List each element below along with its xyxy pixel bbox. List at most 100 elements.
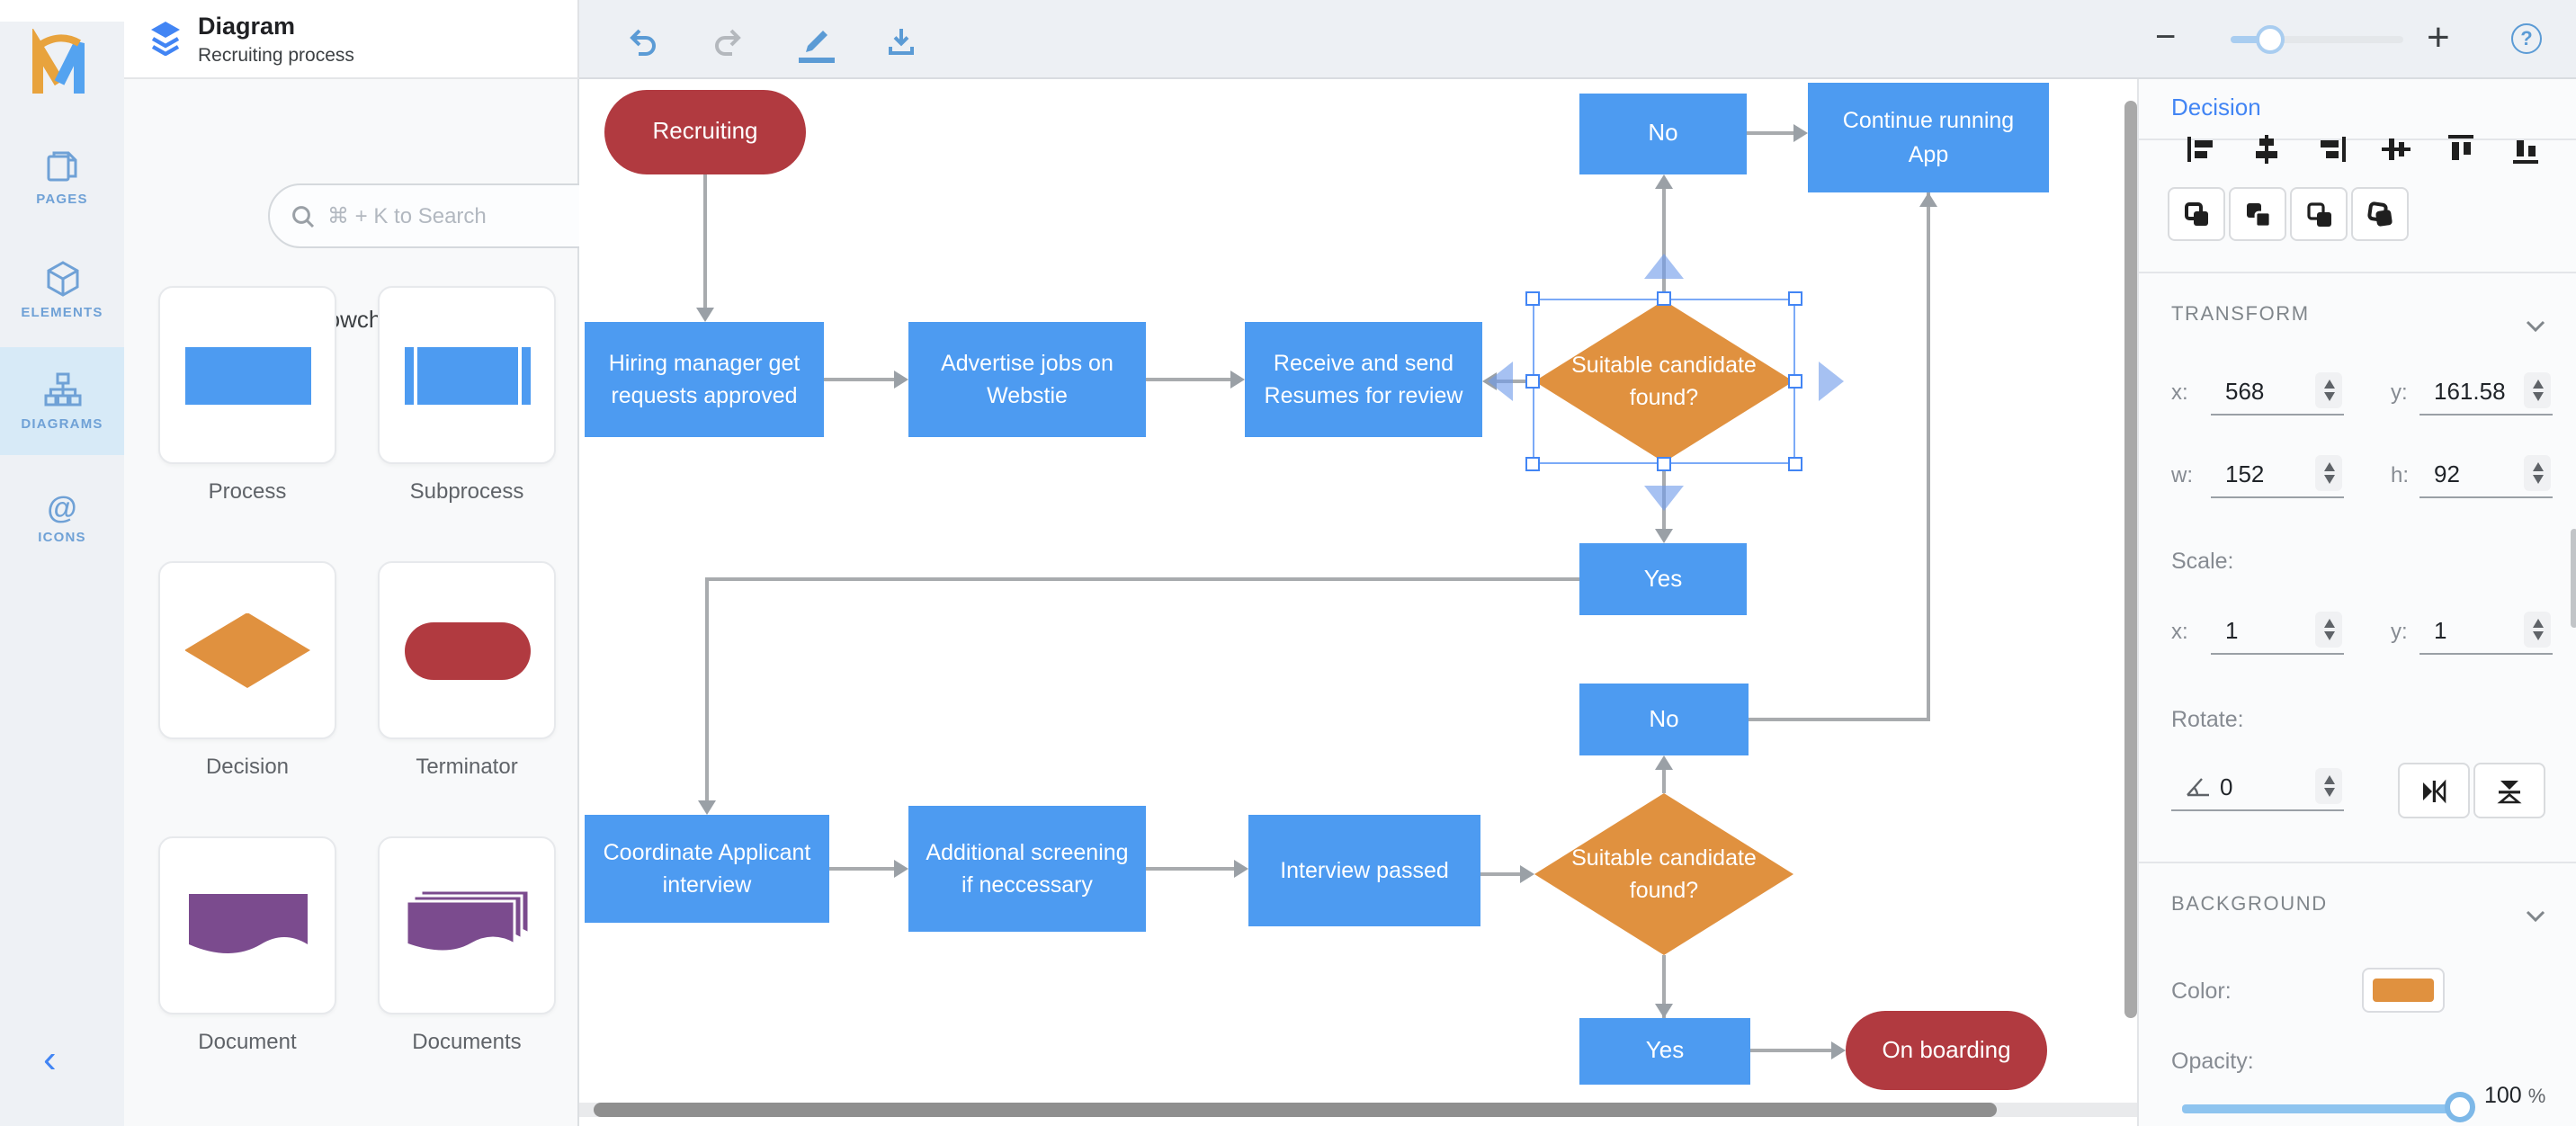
zoom-slider-thumb[interactable] [2256,25,2285,54]
selection-handle-w[interactable] [1525,374,1540,389]
edge-decision2-yes[interactable] [1662,955,1666,1018]
quick-connect-up-icon[interactable] [1644,254,1684,279]
edge-decision2-no[interactable] [1662,770,1666,793]
help-button[interactable]: ? [2511,23,2542,54]
app-logo-icon[interactable] [23,27,99,101]
selection-handle-sw[interactable] [1525,457,1540,471]
node-terminator-recruiting[interactable]: Recruiting [604,90,806,174]
subtract-icon [2246,202,2271,228]
node-terminator-onboarding[interactable]: On boarding [1846,1011,2047,1090]
edge-yes-coordinate-v[interactable] [705,577,709,802]
quick-connect-left-icon[interactable] [1488,362,1513,401]
node-process-hiring-manager[interactable]: Hiring manager get requests approved [585,322,824,437]
edge-no2-loop-h[interactable] [1749,718,1928,721]
edge-advertise-receive[interactable] [1146,378,1232,381]
sidebar-item-icons[interactable]: @ ICONS [0,468,124,568]
node-process-advertise-jobs[interactable]: Advertise jobs on Webstie [908,322,1146,437]
align-bottom-button[interactable] [2509,133,2542,165]
edge-yes2-onboarding[interactable] [1750,1049,1831,1052]
shape-card-terminator[interactable] [378,561,556,739]
edge-recruiting-hiring[interactable] [703,174,707,309]
node-process-yes-bottom[interactable]: Yes [1579,1018,1750,1085]
align-middle-vertical-button[interactable] [2380,133,2412,165]
shape-card-subprocess[interactable] [378,286,556,464]
edge-additional-interview[interactable] [1146,867,1238,871]
selection-handle-s[interactable] [1657,457,1671,471]
edge-decision1-receive[interactable] [1497,380,1534,383]
scale-x-input[interactable]: 1 [2211,610,2344,655]
edge-hiring-advertise[interactable] [824,378,899,381]
inspector-scrollbar[interactable] [2571,529,2576,628]
selection-handle-n[interactable] [1657,291,1671,306]
background-color-button[interactable] [2362,968,2445,1013]
h-input[interactable]: 92 [2419,453,2553,498]
transform-collapse-chevron-icon[interactable] [2526,309,2545,333]
selection-handle-ne[interactable] [1788,291,1802,306]
align-right-button[interactable] [2315,133,2348,165]
edge-coordinate-additional[interactable] [829,867,903,871]
node-process-interview-passed[interactable]: Interview passed [1248,815,1480,926]
node-process-yes-mid[interactable]: Yes [1579,543,1747,615]
opacity-slider[interactable] [2182,1104,2470,1113]
quick-connect-right-icon[interactable] [1819,362,1844,401]
y-input[interactable]: 161.58 [2419,371,2553,416]
node-process-no-mid[interactable]: No [1579,684,1749,755]
node-process-additional-screening[interactable]: Additional screening if neccessary [908,806,1146,932]
node-process-no-top[interactable]: No [1579,94,1747,174]
scale-y-stepper[interactable] [2524,612,2551,648]
download-button[interactable] [881,22,921,61]
rotate-input[interactable]: 0 [2171,766,2344,811]
w-input[interactable]: 152 [2211,453,2344,498]
redo-button[interactable] [709,22,748,61]
shape-card-documents[interactable] [378,836,556,1014]
sidebar-item-pages[interactable]: PAGES [0,126,124,227]
shape-card-decision[interactable] [158,561,336,739]
selection-handle-e[interactable] [1788,374,1802,389]
scale-x-stepper[interactable] [2315,612,2342,648]
sidebar-item-elements[interactable]: ELEMENTS [0,239,124,340]
selection-handle-se[interactable] [1788,457,1802,471]
boolean-subtract-button[interactable] [2229,187,2286,241]
zoom-out-button[interactable]: − [2155,18,2177,58]
align-top-button[interactable] [2445,133,2477,165]
x-input[interactable]: 568 [2211,371,2344,416]
edge-yes-coordinate-h[interactable] [705,577,1579,581]
flip-horizontal-button[interactable] [2398,763,2470,818]
w-stepper[interactable] [2315,455,2342,491]
search-input[interactable]: ⌘ + K to Search [268,183,617,248]
rotate-stepper[interactable] [2315,768,2342,804]
flip-vertical-button[interactable] [2473,763,2545,818]
opacity-slider-thumb[interactable] [2445,1092,2475,1122]
scale-y-input[interactable]: 1 [2419,610,2553,655]
background-collapse-chevron-icon[interactable] [2526,899,2545,923]
canvas-horizontal-scrollbar[interactable] [594,1103,1997,1117]
selection-handle-nw[interactable] [1525,291,1540,306]
node-decision-2[interactable]: Suitable candidate found? [1534,793,1793,955]
zoom-slider[interactable] [2231,36,2403,43]
node-process-coordinate-interview[interactable]: Coordinate Applicant interview [585,815,829,923]
edge-decision1-no[interactable] [1662,189,1666,300]
zoom-in-button[interactable]: + [2427,14,2450,59]
node-process-receive-resumes[interactable]: Receive and send Resumes for review [1245,322,1482,437]
boolean-union-button[interactable] [2168,187,2225,241]
shape-card-process[interactable] [158,286,336,464]
canvas-vertical-scrollbar[interactable] [2124,101,2137,1018]
x-stepper[interactable] [2315,372,2342,408]
diagram-canvas[interactable]: Recruiting No Continue running App Hirin… [579,79,2137,1126]
shape-card-document[interactable] [158,836,336,1014]
sidebar-item-diagrams[interactable]: DIAGRAMS [0,347,124,455]
edit-pencil-button[interactable] [797,22,836,61]
boolean-intersect-button[interactable] [2290,187,2348,241]
align-center-horizontal-button[interactable] [2250,133,2283,165]
edge-no-continue[interactable] [1747,131,1797,135]
edge-no2-loop-v[interactable] [1927,192,1930,721]
undo-button[interactable] [622,22,662,61]
collapse-sidebar-chevron-icon[interactable]: ‹ [43,1036,57,1081]
quick-connect-down-icon[interactable] [1644,486,1684,511]
edge-interview-decision2[interactable] [1480,872,1524,876]
h-stepper[interactable] [2524,455,2551,491]
align-left-button[interactable] [2186,133,2218,165]
node-process-continue-running-app[interactable]: Continue running App [1808,83,2049,192]
boolean-exclude-button[interactable] [2351,187,2409,241]
y-stepper[interactable] [2524,372,2551,408]
